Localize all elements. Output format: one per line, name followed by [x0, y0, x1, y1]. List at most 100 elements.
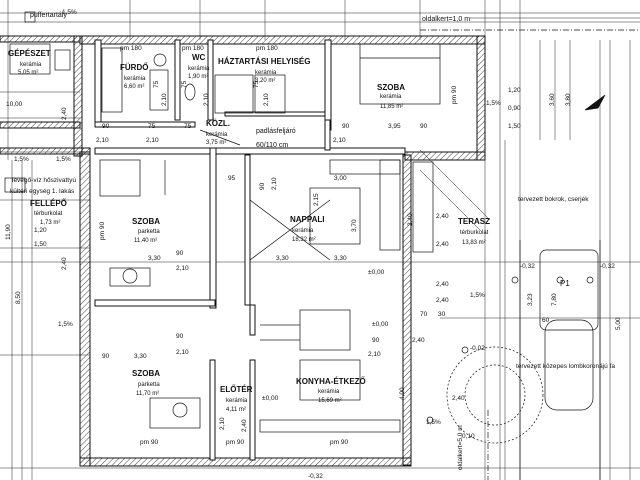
- room-szoba-ne-floor: kerámia: [380, 94, 402, 100]
- room-gepeszet-area: 5,05 m²: [18, 70, 38, 76]
- label-bokrok: tervezett bokrok, cserjék: [518, 196, 589, 203]
- dim-p323: 3,23: [527, 293, 534, 306]
- dim-w120: 1,20: [34, 227, 47, 234]
- label-padlas-size: 60/110 cm: [256, 142, 288, 149]
- room-konyha-area: 15,69 m²: [318, 398, 342, 404]
- label-puffertartaly: puffertartály: [30, 12, 67, 19]
- dim-n90: 90: [259, 182, 266, 190]
- room-wc-name: WC: [192, 53, 206, 62]
- dim-k002: -0,02: [470, 345, 485, 352]
- dim-v75-c: 75: [253, 80, 260, 88]
- dim-v210-c: 2,10: [263, 93, 270, 106]
- label-oldalkert-bottom: oldalkert=5,0 m: [457, 425, 464, 470]
- dim-p240-bot: 2,40: [407, 213, 414, 226]
- dim-k032c: -0,32: [308, 473, 323, 480]
- dim-t240e: 2,40: [452, 395, 465, 402]
- room-gepeszet-name: GÉPÉSZET: [8, 49, 51, 58]
- dim-v75-b: 75: [181, 80, 188, 88]
- dim-n210b: 2,10: [176, 265, 189, 272]
- dim-15-bot: 1,5%: [426, 419, 441, 426]
- dim-v210-a: 2,10: [161, 93, 168, 106]
- dim-h75-b: 75: [184, 123, 192, 130]
- room-kozl-area: 3,75 m²: [206, 140, 226, 146]
- room-furdo-name: FÜRDŐ: [120, 63, 148, 72]
- dim-t010: 0,10: [462, 433, 475, 440]
- dim-pm90-bc: pm 90: [330, 439, 348, 446]
- room-terasz-area: 13,83 m²: [462, 240, 486, 246]
- interior-walls: [94, 39, 406, 461]
- label-parking: P1: [560, 279, 570, 288]
- dim-r380: 3,80: [565, 93, 572, 106]
- dim-h90-a: 90: [102, 123, 110, 130]
- dim-p780: 7,80: [551, 293, 558, 306]
- room-fellepo-name: FELLÉPŐ: [30, 199, 67, 208]
- dim-n210c: 2,10: [176, 349, 189, 356]
- dim-pm90-ne: pm 90: [451, 86, 458, 104]
- room-fellepo-area: 1,73 m²: [40, 220, 60, 226]
- dim-pm90-bl: pm 90: [140, 439, 158, 446]
- dim-k032: -0,32: [520, 263, 535, 270]
- dim-n330b: 3,30: [276, 255, 289, 262]
- dim-r090: 0,90: [508, 105, 521, 112]
- room-konyha-name: KONYHA-ÉTKEZŐ: [296, 377, 366, 386]
- dim-t70: 70: [420, 311, 428, 318]
- dim-n300: 3,00: [334, 175, 347, 182]
- dim-w850: 8,50: [15, 291, 22, 304]
- label-padlasfeljaro: padlásfeljáró: [256, 128, 296, 135]
- dim-h75-a: 75: [148, 123, 156, 130]
- dim-t240c: 2,40: [436, 281, 449, 288]
- room-labels: GÉPÉSZET kerámia 5,05 m² FÜRDŐ kerámia 6…: [8, 49, 490, 413]
- dim-w1000: 10,00: [6, 101, 23, 108]
- room-eloter-floor: kerámia: [226, 398, 248, 404]
- room-haztartasi-floor: kerámia: [255, 70, 277, 76]
- room-fellepo-floor: térburkolat: [34, 211, 63, 217]
- room-nappali-floor: kerámia: [292, 228, 314, 234]
- dim-n90c: 90: [176, 333, 184, 340]
- room-szoba-sw-name: SZOBA: [132, 369, 160, 378]
- dim-p210-bot: 2,10: [219, 417, 226, 430]
- room-kozl-floor: kerámia: [206, 132, 228, 138]
- dim-k000: ±0,00: [372, 321, 389, 328]
- label-levego-2: kültéri egység 1. lakás: [10, 188, 75, 195]
- dim-v75-a: 75: [153, 80, 160, 88]
- dim-p90-bot: 90: [102, 353, 110, 360]
- dim-pm180-a: pm 180: [120, 45, 142, 52]
- dim-h90-c: 90: [420, 123, 428, 130]
- dim-pm180-c: pm 180: [256, 45, 278, 52]
- dim-n210: 2,10: [271, 177, 278, 190]
- room-furdo-area: 6,60 m²: [124, 84, 144, 90]
- dim-r150: 1,50: [508, 123, 521, 130]
- dim-h210-b: 2,10: [96, 137, 109, 144]
- dimensions: pm 180 pm 180 pm 180 1,5% 1,5% 1,5% 1,5%…: [5, 9, 622, 480]
- dim-w1190: 11,90: [5, 224, 12, 240]
- dim-n370: 3,70: [351, 219, 358, 232]
- dim-w150: 1,50: [34, 241, 47, 248]
- annotations: puffertartály oldalkert=1,0 m padlásfelj…: [10, 12, 615, 470]
- room-szoba-w-area: 11,40 m²: [134, 238, 157, 244]
- dim-h210-c: 2,10: [333, 137, 346, 144]
- dim-n215: 2,15: [313, 193, 320, 206]
- dim-n95: 95: [228, 175, 236, 182]
- room-terasz-floor: térburkolat: [460, 230, 489, 236]
- dim-n240c: 2,40: [241, 419, 248, 432]
- dim-k000c: ±0,00: [262, 395, 279, 402]
- dim-t240d: 2,40: [436, 297, 449, 304]
- dim-n210d: 2,10: [368, 351, 381, 358]
- dim-h395: 3,95: [388, 123, 401, 130]
- dim-15-r: 1,5%: [486, 100, 501, 107]
- dim-w240: 2,40: [61, 107, 68, 120]
- dim-t240f: 2,40: [412, 337, 425, 344]
- dim-h90-b: 90: [342, 123, 350, 130]
- dim-w240b: 2,40: [61, 257, 68, 270]
- dim-15-l3: 1,5%: [58, 321, 73, 328]
- room-gepeszet-floor: kerámia: [20, 62, 42, 68]
- outer-walls: [0, 35, 486, 467]
- room-nappali-name: NAPPALI: [290, 215, 325, 224]
- dim-t240b: 2,40: [436, 241, 449, 248]
- dim-15-l: 1,5%: [14, 156, 29, 163]
- dim-w400: 4,00: [399, 387, 406, 400]
- dim-k000b: ±0,00: [368, 269, 385, 276]
- room-haztartasi-name: HÁZTARTÁSI HELYISÉG: [218, 57, 310, 66]
- dim-k032b: -0,32: [600, 263, 615, 270]
- dim-pm90-w: pm 90: [99, 222, 106, 240]
